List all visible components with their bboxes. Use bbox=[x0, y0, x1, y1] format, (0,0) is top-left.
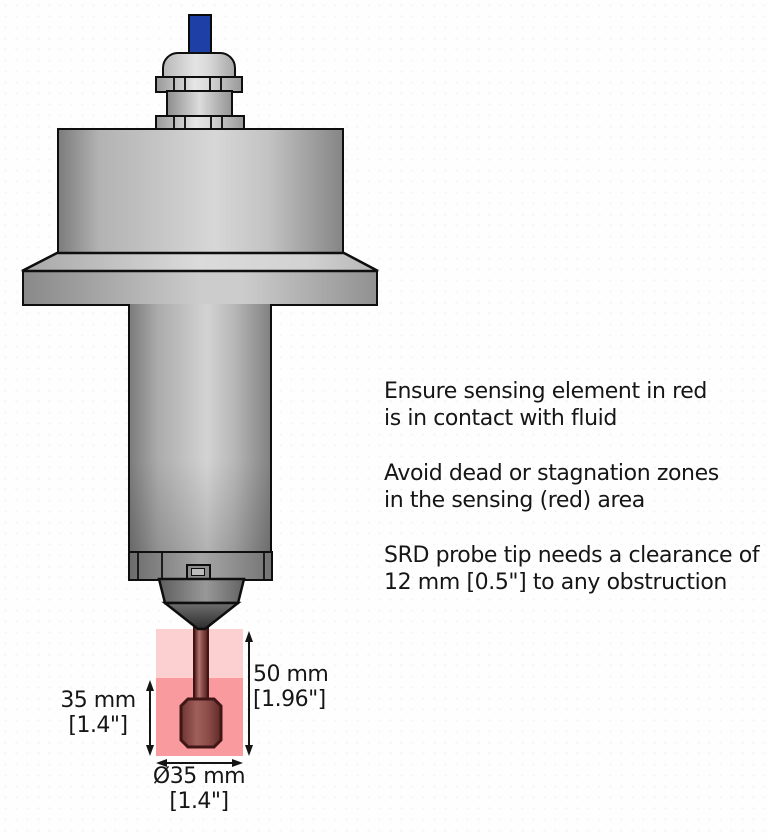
probe-neck-cylinder bbox=[128, 304, 272, 553]
sensing-height-arrow bbox=[146, 680, 154, 756]
nut-facet-line bbox=[220, 78, 222, 91]
collar-seam-line bbox=[161, 553, 163, 579]
sensing-rod bbox=[193, 626, 209, 706]
nut-facet-line bbox=[221, 117, 223, 128]
instruction-line: is in contact with fluid bbox=[384, 406, 617, 431]
sensing-height-metric: 35 mm bbox=[60, 688, 136, 713]
clearance-height-imperial: [1.96"] bbox=[253, 687, 326, 712]
diameter-imperial: [1.4"] bbox=[169, 789, 229, 814]
clearance-height-arrow bbox=[245, 631, 253, 756]
tip-step bbox=[157, 577, 246, 605]
instruction-line: 12 mm [0.5"] to any obstruction bbox=[384, 570, 727, 595]
nut-facet-line bbox=[210, 117, 212, 128]
sensing-height-label: 35 mm [1.4"] bbox=[50, 688, 146, 738]
instruction-line: Ensure sensing element in red bbox=[384, 379, 707, 404]
clearance-height-metric: 50 mm bbox=[253, 662, 329, 687]
nut-facet-line bbox=[173, 78, 175, 91]
instruction-line: Avoid dead or stagnation zones bbox=[384, 461, 719, 486]
locating-tab-inner bbox=[191, 568, 205, 576]
nut-facet-line bbox=[173, 117, 175, 128]
collar-seam-line bbox=[263, 553, 265, 579]
diameter-label: Ø35 mm [1.4"] bbox=[138, 764, 260, 814]
nut-facet-line bbox=[184, 78, 186, 91]
instruction-paragraph-clearance: SRD probe tip needs a clearance of 12 mm… bbox=[384, 542, 764, 596]
clearance-height-label: 50 mm [1.96"] bbox=[253, 662, 329, 712]
collar-seam-line bbox=[137, 553, 139, 579]
sensing-height-imperial: [1.4"] bbox=[68, 713, 128, 738]
instruction-line: in the sensing (red) area bbox=[384, 488, 645, 513]
instruction-paragraph-contact: Ensure sensing element in red is in cont… bbox=[384, 378, 764, 432]
instruction-line: SRD probe tip needs a clearance of bbox=[384, 543, 760, 568]
installation-notes: Ensure sensing element in red is in cont… bbox=[384, 378, 764, 624]
instruction-paragraph-stagnation: Avoid dead or stagnation zones in the se… bbox=[384, 460, 764, 514]
probe-neck-shading bbox=[128, 460, 272, 553]
probe-housing bbox=[57, 128, 344, 256]
nut-facet-line bbox=[209, 78, 211, 91]
diameter-metric: Ø35 mm bbox=[152, 764, 246, 789]
nut-facet-line bbox=[184, 117, 186, 128]
mounting-flange bbox=[22, 270, 378, 306]
